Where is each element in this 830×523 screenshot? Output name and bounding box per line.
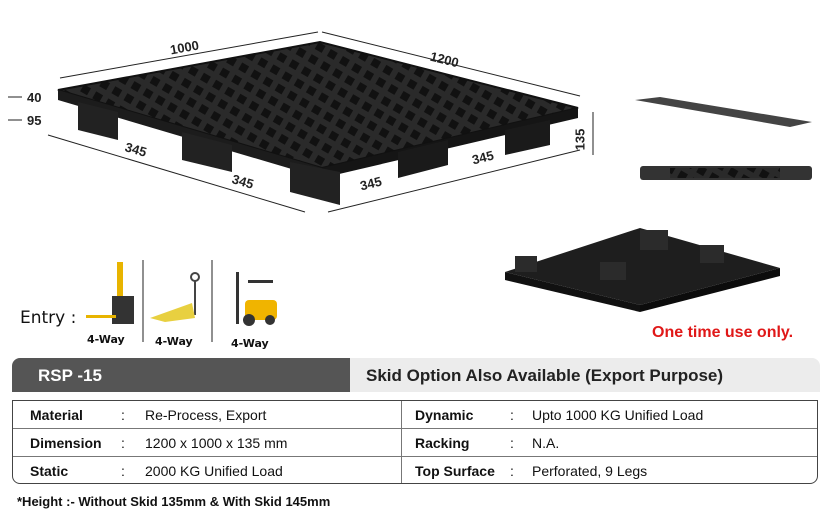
height-footnote: *Height :- Without Skid 135mm & With Ski…: [17, 494, 331, 509]
spec-value: Upto 1000 KG Unified Load: [532, 407, 704, 423]
pallet-bottom-image: [505, 228, 780, 312]
spec-value: 2000 KG Unified Load: [145, 463, 283, 479]
pallet-main-image: [57, 40, 579, 205]
entry-label: Entry :: [20, 308, 77, 328]
one-time-use-notice: One time use only.: [652, 324, 794, 341]
specifications-table: Material : Re-Process, Export Dynamic : …: [12, 400, 818, 484]
separator: :: [121, 463, 125, 479]
spec-label: Top Surface: [415, 463, 495, 479]
spec-value: Perforated, 9 Legs: [532, 463, 648, 479]
table-row: Dimension : 1200 x 1000 x 135 mm Racking…: [13, 429, 817, 457]
entry-type-label: 4-Way: [155, 335, 193, 348]
skid-top-image: [635, 97, 812, 180]
entry-type-label: 4-Way: [87, 333, 125, 346]
model-name: RSP -15: [12, 358, 350, 392]
stacker-icon: [86, 262, 134, 324]
spec-label: Dynamic: [415, 407, 474, 423]
height-dimension-label: 135: [572, 128, 588, 151]
leg-dimension-label: 95: [27, 113, 42, 128]
spec-label: Static: [30, 463, 69, 479]
table-row: Static : 2000 KG Unified Load Top Surfac…: [13, 457, 817, 485]
entry-icons: [86, 260, 277, 342]
spec-label: Material: [30, 407, 83, 423]
spec-label: Dimension: [30, 435, 102, 451]
spec-value: 1200 x 1000 x 135 mm: [145, 435, 288, 451]
spec-label: Racking: [415, 435, 470, 451]
dimension-lines: [8, 31, 594, 213]
spec-value: Re-Process, Export: [145, 407, 267, 423]
separator: :: [510, 435, 514, 451]
table-row: Material : Re-Process, Export Dynamic : …: [13, 401, 817, 429]
skid-option-heading: Skid Option Also Available (Export Purpo…: [350, 358, 820, 392]
separator: :: [510, 463, 514, 479]
spec-value: N.A.: [532, 435, 560, 451]
separator: :: [121, 407, 125, 423]
separator: :: [121, 435, 125, 451]
forklift-icon: [236, 272, 277, 326]
hand-pallet-truck-icon: [150, 272, 200, 322]
entry-type-label: 4-Way: [231, 337, 269, 350]
top-deck-dimension-label: 40: [27, 90, 42, 105]
pallet-diagram: [8, 31, 812, 342]
separator: :: [510, 407, 514, 423]
